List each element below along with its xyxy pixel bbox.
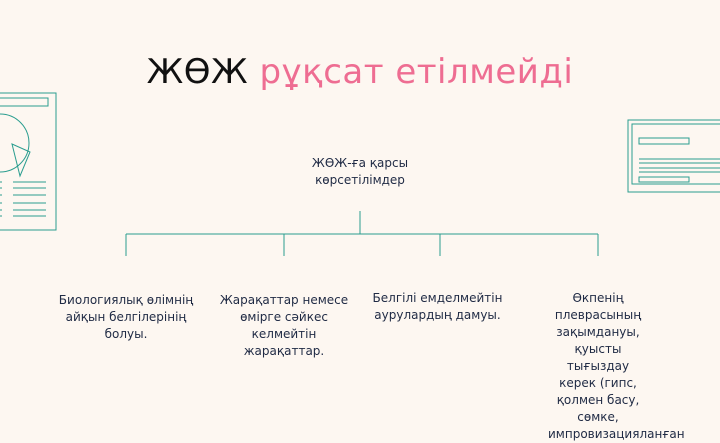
document-chart-icon bbox=[0, 92, 57, 231]
diagram-child-node: Белгілі емделмейтін аурулардың дамуы. bbox=[372, 291, 503, 322]
diagram-root-node: ЖӨЖ-ға қарсы көрсетілімдер bbox=[311, 156, 409, 187]
monitor-icon bbox=[627, 119, 720, 193]
diagram-connectors bbox=[0, 92, 720, 256]
diagram-child-node: Жарақаттар немесе өмірге сәйкес келмейті… bbox=[219, 293, 349, 358]
diagram-child-node: Өкпенің плеврасының зақымдануы, қуысты т… bbox=[548, 291, 685, 441]
diagram-child-node: Биологиялық өлімнің айқын белгілерінің б… bbox=[58, 293, 194, 341]
slide-title: ЖӨЖ рұқсат етілмейді bbox=[146, 52, 574, 92]
